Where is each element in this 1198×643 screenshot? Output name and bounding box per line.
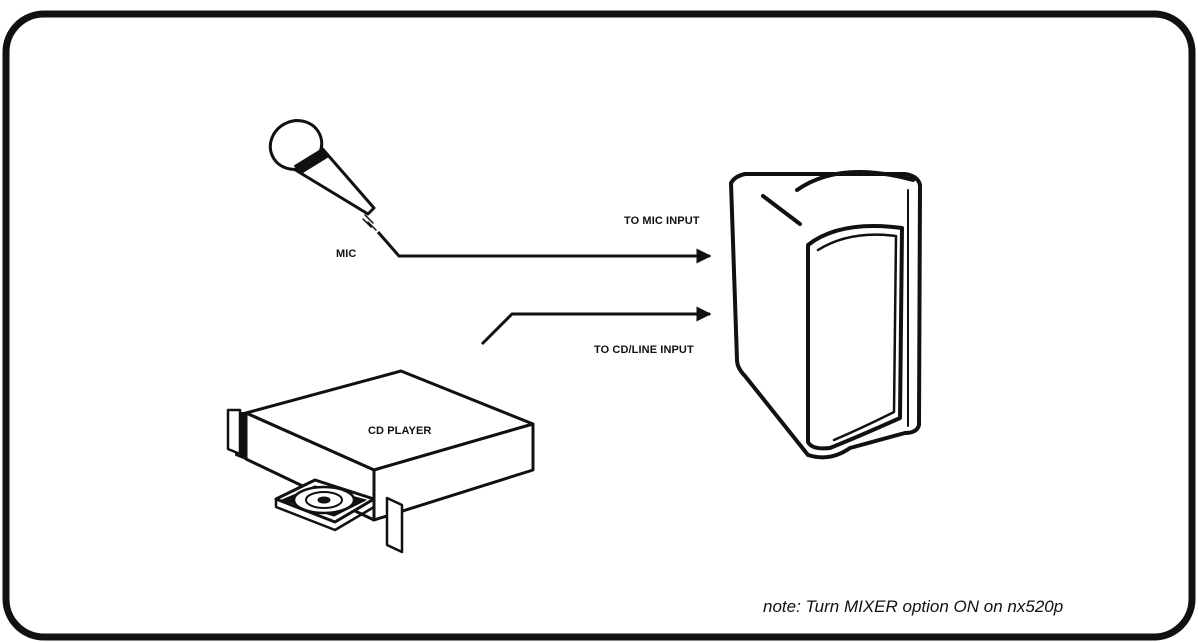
mic-cable-arrow (376, 231, 712, 264)
cd-player-label: CD PLAYER (368, 425, 432, 437)
diagram-border (2, 10, 1196, 641)
line-cable-arrow (480, 306, 712, 346)
speaker-icon (729, 170, 922, 460)
cd-player-icon (226, 369, 535, 554)
mic-label: MIC (336, 248, 357, 260)
line-input-label: TO CD/LINE INPUT (594, 344, 694, 356)
mic-input-label: TO MIC INPUT (624, 215, 700, 227)
microphone-icon (268, 119, 377, 231)
mixer-note: note: Turn MIXER option ON on nx520p (763, 597, 1064, 616)
